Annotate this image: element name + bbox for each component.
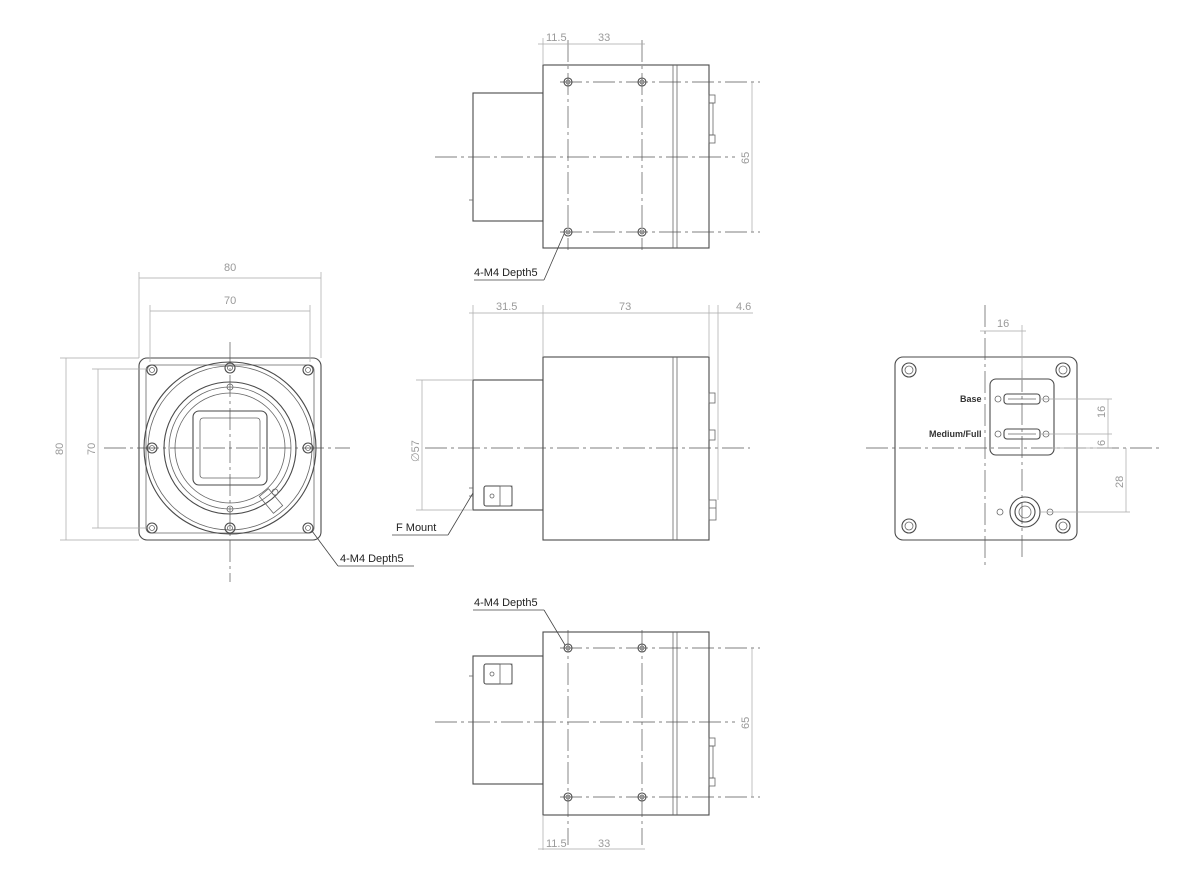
top-view-dim-height: 65 — [740, 152, 752, 164]
side-view-callout: F Mount — [396, 522, 436, 534]
bottom-view-dim-spacing: 33 — [598, 838, 610, 850]
rear-view-label-medium-full: Medium/Full — [929, 429, 982, 439]
front-view-dim-outer-width: 80 — [224, 262, 236, 274]
rear-view: Base Medium/Full 16 16 6 28 — [866, 305, 1160, 565]
rear-view-corner-holes — [901, 362, 1071, 534]
side-view-dim-connector: 4.6 — [736, 301, 751, 313]
side-view-connectors — [708, 392, 717, 521]
top-view-dim-offset: 11.5 — [546, 32, 567, 44]
bottom-view-connectors — [708, 737, 716, 787]
front-view-corner-holes — [146, 364, 314, 534]
front-view-dim-inner-width: 70 — [224, 295, 236, 307]
side-view-dim-body-length: 73 — [619, 301, 631, 313]
bottom-view-body — [542, 631, 710, 816]
top-view-callout: 4-M4 Depth5 — [474, 267, 538, 279]
rear-view-housing — [894, 356, 1078, 541]
rear-view-dim-v-spacing: 16 — [1096, 406, 1108, 418]
bottom-view: 11.5 33 65 4-M4 Depth5 — [435, 597, 760, 850]
front-view: 80 70 80 70 4-M4 Depth5 — [54, 262, 414, 582]
bottom-view-dim-height: 65 — [740, 717, 752, 729]
bottom-view-mount — [472, 655, 544, 785]
bottom-view-callout: 4-M4 Depth5 — [474, 597, 538, 609]
top-view-body — [542, 64, 710, 249]
front-view-dim-outer-height: 80 — [54, 443, 66, 455]
side-view-f-mount — [472, 379, 544, 511]
rear-view-dim-v-small: 6 — [1096, 440, 1108, 446]
top-view: 11.5 33 65 4-M4 Depth5 — [435, 32, 760, 281]
rear-view-dim-h-offset: 16 — [997, 318, 1009, 330]
top-view-dim-spacing: 33 — [598, 32, 610, 44]
side-view: 31.5 73 4.6 ∅57 F Mount — [392, 301, 753, 541]
bottom-view-dim-offset: 11.5 — [546, 838, 567, 850]
bottom-view-release-lever — [483, 663, 513, 685]
side-view-dim-diameter: ∅57 — [410, 440, 422, 462]
rear-view-label-base: Base — [960, 394, 982, 404]
rear-view-dim-v-lower: 28 — [1114, 476, 1126, 488]
side-view-release-lever — [483, 485, 513, 507]
side-view-dim-mount-length: 31.5 — [496, 301, 517, 313]
front-view-callout: 4-M4 Depth5 — [340, 553, 404, 565]
side-view-body — [542, 356, 710, 541]
front-view-dim-inner-height: 70 — [86, 443, 98, 455]
